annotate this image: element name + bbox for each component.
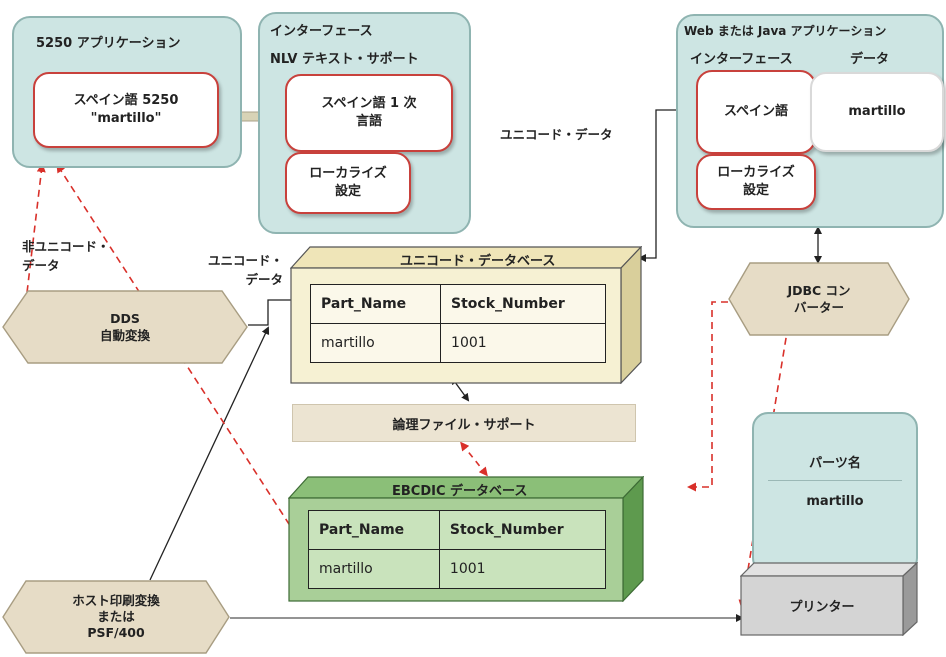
app5250-title: 5250 アプリケーション [36,36,181,51]
web-locale-settings-card: ローカライズ 設定 [696,154,816,210]
parts-name-label: パーツ名 [809,456,861,471]
web-spanish-card: スペイン語 [696,70,816,154]
parts-name-card: パーツ名 martillo [752,412,918,574]
interface-nlv-title-line1: インターフェース [270,24,373,39]
table-row: martillo 1001 [309,323,606,363]
unicode-db-header-row: Part_Name Stock_Number [309,284,606,324]
unicode-db-header-stock-number: Stock_Number [440,284,606,324]
ebcdic-db-table: Part_Name Stock_Number martillo 1001 [308,510,607,589]
dds-line2: 自動変換 [99,328,150,343]
host-print-line2: または [97,608,135,624]
web-locale-line1: ローカライズ [717,165,795,181]
unicode-left-line1: ユニコード・ [208,253,284,268]
unicode-db-cell-stock-number: 1001 [440,323,606,363]
host-print-line3: PSF/400 [87,625,145,641]
ebcdic-database: EBCDIC データベース Part_Name Stock_Number mar… [288,476,644,602]
spanish-primary-line2: 言語 [355,114,382,129]
nlv-locale-line1: ローカライズ [309,166,387,182]
nlv-locale-settings-card: ローカライズ 設定 [285,152,411,214]
host-print-hexagon-shape [2,580,230,654]
web-data-card: martillo [810,72,944,152]
dds-conversion-hexagon: DDS 自動変換 [2,290,248,364]
unicode-db-header-part-name: Part_Name [309,284,442,324]
non-unicode-line1: 非ユニコード・ [22,239,110,254]
web-java-col-interface: インターフェース [690,52,793,67]
unicode-db-table: Part_Name Stock_Number martillo 1001 [309,284,606,363]
ebcdic-db-cell-part-name: martillo [308,549,440,589]
ebcdic-db-header-part-name: Part_Name [308,510,440,550]
spanish-primary-language-card: スペイン語 1 次 言語 [285,74,453,152]
table-row: martillo 1001 [308,549,607,589]
unicode-left-line2: データ [245,271,284,287]
ebcdic-db-cell-stock-number: 1001 [438,549,607,589]
app5250-card-line1: スペイン語 5250 [73,93,179,109]
app5250-card: スペイン語 5250 "martillo" [33,72,219,148]
web-spanish-label: スペイン語 [723,104,789,120]
unicode-data-top-label: ユニコード・データ [500,127,613,142]
printer: プリンター [740,562,918,636]
nlv-locale-line2: 設定 [334,184,361,199]
ebcdic-db-header-row: Part_Name Stock_Number [308,510,607,550]
non-unicode-line2: データ [22,257,60,273]
unicode-data-left-label: ユニコード・ データ [208,252,283,290]
jdbc-line2: バーター [793,300,844,315]
jdbc-converter-hexagon: JDBC コン バーター [728,262,910,336]
app5250-to-dds-dashed [20,163,46,321]
unicode-db-cell-part-name: martillo [309,323,442,363]
host-print-conversion-hexagon: ホスト印刷変換 または PSF/400 [2,580,230,654]
web-java-title: Web または Java アプリケーション [684,24,887,38]
jdbc-line1: JDBC コン [787,282,851,298]
spanish-primary-line1: スペイン語 1 次 [321,96,417,112]
unicode-db-to-web-line [638,106,690,262]
ebcdic-to-jdbc-dashed [687,297,743,492]
host-print-to-db-line [149,326,270,581]
web-data-value: martillo [848,104,906,120]
ebcdic-db-header-stock-number: Stock_Number [438,510,607,550]
dds-line1: DDS [110,310,140,326]
unicode-db-title: ユニコード・データベース [400,254,556,269]
interface-nlv-title-line2: NLV テキスト・サポート [270,52,419,67]
logical-file-support: 論理ファイル・サポート [292,404,636,442]
parts-name-value: martillo [806,494,864,509]
app5250-card-line2: "martillo" [90,111,162,126]
logical-to-ebcdic-dashed [460,441,488,477]
unicode-database: ユニコード・データベース Part_Name Stock_Number mart… [290,246,642,384]
printer-label: プリンター [789,600,855,615]
parts-name-divider [768,480,902,481]
host-print-line1: ホスト印刷変換 [72,592,160,608]
non-unicode-data-label: 非ユニコード・ データ [22,238,110,276]
ebcdic-db-title: EBCDIC データベース [392,484,528,499]
web-java-col-data: データ [850,52,890,67]
web-locale-line2: 設定 [742,183,769,198]
